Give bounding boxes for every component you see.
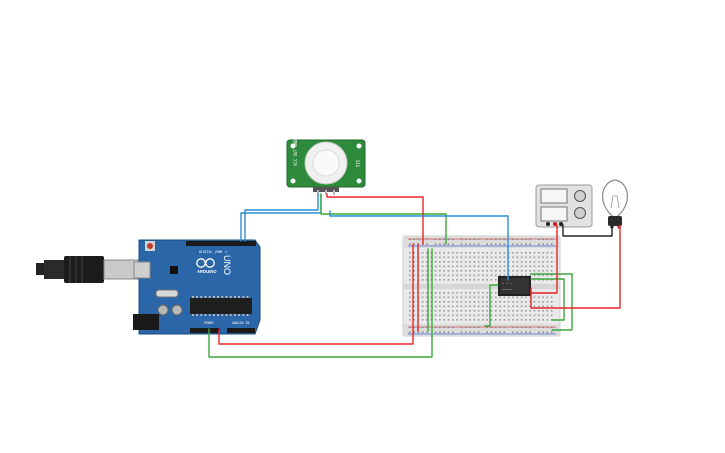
breadboard[interactable] — [402, 235, 561, 337]
arduino-logo: ARDUINO — [196, 258, 217, 274]
wire-green-relay-1[interactable] — [484, 284, 499, 327]
wire-green-pir-breadboard[interactable] — [320, 193, 447, 245]
wire-blue-pir-arduino-2[interactable] — [240, 193, 322, 242]
wire-black-supply-bulb[interactable] — [562, 224, 613, 237]
arduino-uno[interactable]: DIGITAL (PWM ~) ARDUINO UNO POWER ANALOG… — [133, 239, 261, 335]
reset-button[interactable] — [147, 243, 153, 249]
wire-red-relay-bulb[interactable] — [530, 225, 621, 309]
power-supply[interactable] — [535, 184, 593, 228]
wire-red-relay-supply[interactable] — [530, 224, 558, 294]
arduino-brand: ARDUINO — [197, 269, 217, 274]
pir-left-label: VCC OUT GND — [293, 139, 298, 166]
power-pins-label: POWER — [204, 321, 214, 325]
wire-green-arduino-breadboard[interactable] — [208, 248, 433, 358]
atmega-chip-pins — [192, 296, 249, 316]
svg-text:─────: ───── — [501, 288, 513, 292]
wire-blue-pir-arduino[interactable] — [244, 193, 319, 242]
wire-red-pir-breadboard[interactable] — [326, 193, 424, 245]
wire-red-arduino-breadboard[interactable] — [218, 243, 414, 345]
wire-blue-breadboard-relay[interactable] — [329, 210, 509, 281]
analog-pins-label: ANALOG IN — [232, 321, 249, 325]
arduino-model: UNO — [222, 255, 232, 275]
pir-right-label: SIG — [355, 160, 360, 168]
wire-green-relay-2[interactable] — [530, 278, 565, 321]
pir-sensor[interactable]: VCC OUT GND SIG — [286, 139, 366, 195]
relay-module[interactable]: ─ ─ ─ ───── — [498, 276, 531, 296]
digital-pins-label: DIGITAL (PWM ~) — [199, 250, 228, 254]
usb-cable[interactable] — [36, 256, 143, 283]
wire-green-relay-3[interactable] — [530, 273, 573, 331]
svg-text:─ ─ ─: ─ ─ ─ — [501, 282, 513, 286]
light-bulb[interactable] — [602, 179, 628, 229]
